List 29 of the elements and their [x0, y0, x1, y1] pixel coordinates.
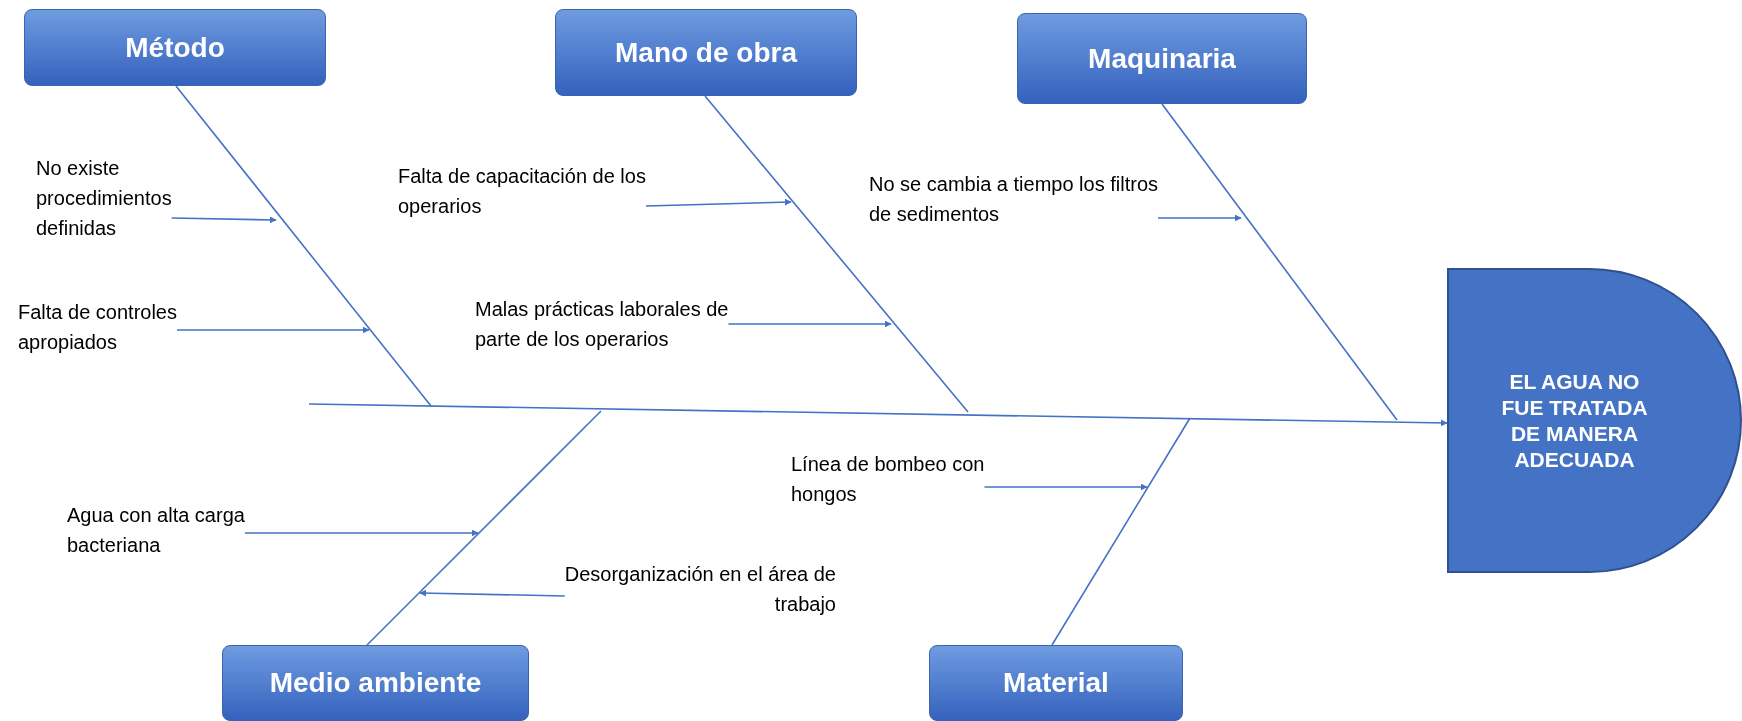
arrow: [645, 198, 792, 207]
effect-shape: [1447, 268, 1742, 573]
category-header: Material: [929, 645, 1183, 721]
branch-line: [1161, 103, 1398, 421]
arrow: [170, 216, 277, 224]
cause-text: Falta de capacitación de los operarios: [398, 161, 680, 221]
effect-text: EL AGUA NO FUE TRATADA DE MANERA ADECUADA: [1500, 368, 1649, 473]
category-header: Método: [24, 9, 326, 86]
arrow: [983, 483, 1148, 491]
arrow: [419, 589, 566, 597]
arrow: [727, 320, 892, 328]
arrow: [1157, 214, 1242, 222]
cause-text: No se cambia a tiempo los filtros de sedimentos: [869, 169, 1169, 229]
category-header: Mano de obra: [555, 9, 857, 96]
cause-text: Malas prácticas laborales de parte de los operarios: [475, 294, 775, 354]
category-header: Medio ambiente: [222, 645, 529, 721]
branch-line: [704, 95, 969, 413]
cause-text: Desorganización en el área de trabajo: [505, 559, 836, 619]
category-header: Maquinaria: [1017, 13, 1307, 104]
branch-line: [366, 410, 602, 646]
cause-text: Agua con alta carga bacteriana: [67, 500, 303, 560]
cause-text: Línea de bombeo con hongos: [791, 449, 1041, 509]
branch-line: [175, 85, 432, 407]
arrow: [308, 403, 1448, 427]
branch-line: [1051, 417, 1191, 646]
arrow: [244, 529, 479, 537]
arrow: [176, 326, 370, 334]
cause-text: Falta de controles apropiados: [18, 297, 241, 357]
cause-text: No existe procedimientos definidas: [36, 153, 216, 243]
